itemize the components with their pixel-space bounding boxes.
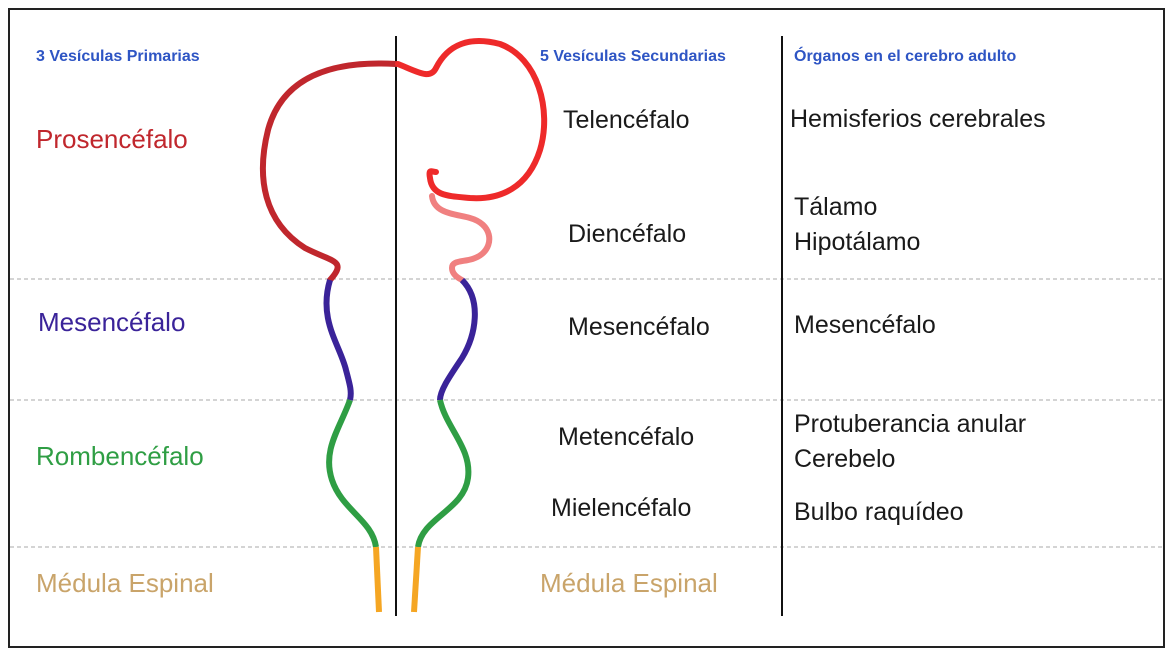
label-diencephalon: Diencéfalo <box>568 220 686 249</box>
header-primary-vesicles: 3 Vesículas Primarias <box>36 48 200 66</box>
label-metencephalon: Metencéfalo <box>558 423 694 452</box>
spinal-cord-tube-right <box>414 547 418 612</box>
label-telencephalon: Telencéfalo <box>563 106 689 135</box>
label-pons: Protuberancia anular <box>794 407 1026 442</box>
label-spinal-cord-primary: Médula Espinal <box>36 568 214 599</box>
label-rhombencephalon: Rombencéfalo <box>36 441 204 472</box>
label-cerebellum: Cerebelo <box>794 442 895 477</box>
label-mesencephalon-secondary: Mesencéfalo <box>568 313 710 342</box>
label-medulla-oblongata: Bulbo raquídeo <box>794 495 964 530</box>
label-hypothalamus: Hipotálamo <box>794 225 920 260</box>
label-prosencephalon: Prosencéfalo <box>36 124 188 155</box>
label-thalamus: Tálamo <box>794 190 877 225</box>
label-cerebral-hemispheres: Hemisferios cerebrales <box>790 102 1046 137</box>
label-spinal-cord-secondary: Médula Espinal <box>540 568 718 599</box>
header-adult-organs: Órganos en el cerebro adulto <box>794 48 1016 66</box>
telencephalon-tube <box>398 41 544 198</box>
rhombencephalon-tube-right <box>418 400 468 547</box>
label-mesencephalon-adult: Mesencéfalo <box>794 308 936 343</box>
spinal-cord-tube-left <box>376 547 379 612</box>
diencephalon-tube <box>432 196 489 280</box>
rhombencephalon-tube-left <box>329 400 376 547</box>
mesencephalon-tube-right <box>440 280 475 400</box>
label-mesencephalon-primary: Mesencéfalo <box>38 307 185 338</box>
prosencephalon-tube <box>263 63 396 280</box>
label-myelencephalon: Mielencéfalo <box>551 494 691 523</box>
header-secondary-vesicles: 5 Vesículas Secundarias <box>540 48 726 66</box>
mesencephalon-tube-left <box>326 280 350 400</box>
